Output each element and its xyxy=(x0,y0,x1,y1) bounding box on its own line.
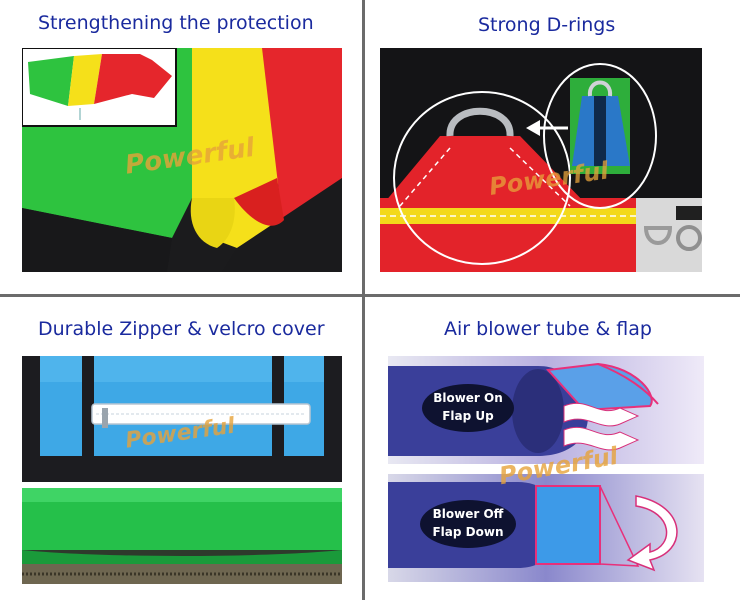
blower-off-label: Blower Off xyxy=(433,507,504,521)
panel-title-d-rings: Strong D-rings xyxy=(478,14,616,36)
vertical-divider xyxy=(362,0,365,600)
panel-title-strengthening: Strengthening the protection xyxy=(38,12,314,34)
flap-down-label: Flap Down xyxy=(432,525,503,539)
panel-title-blower: Air blower tube & flap xyxy=(444,318,652,340)
strengthening-photo: Powerful xyxy=(22,48,342,272)
velcro-photo xyxy=(22,488,342,584)
panel-title-zipper: Durable Zipper & velcro cover xyxy=(38,318,325,340)
flap-up-label: Flap Up xyxy=(442,409,494,423)
d-rings-photo: Powerful xyxy=(380,48,702,272)
zipper-photo: Powerful xyxy=(22,356,342,482)
blower-photo: Blower On Flap Up Blower Off Flap Down P… xyxy=(388,356,704,582)
blower-on-label: Blower On xyxy=(433,391,503,405)
horizontal-divider xyxy=(0,294,740,297)
